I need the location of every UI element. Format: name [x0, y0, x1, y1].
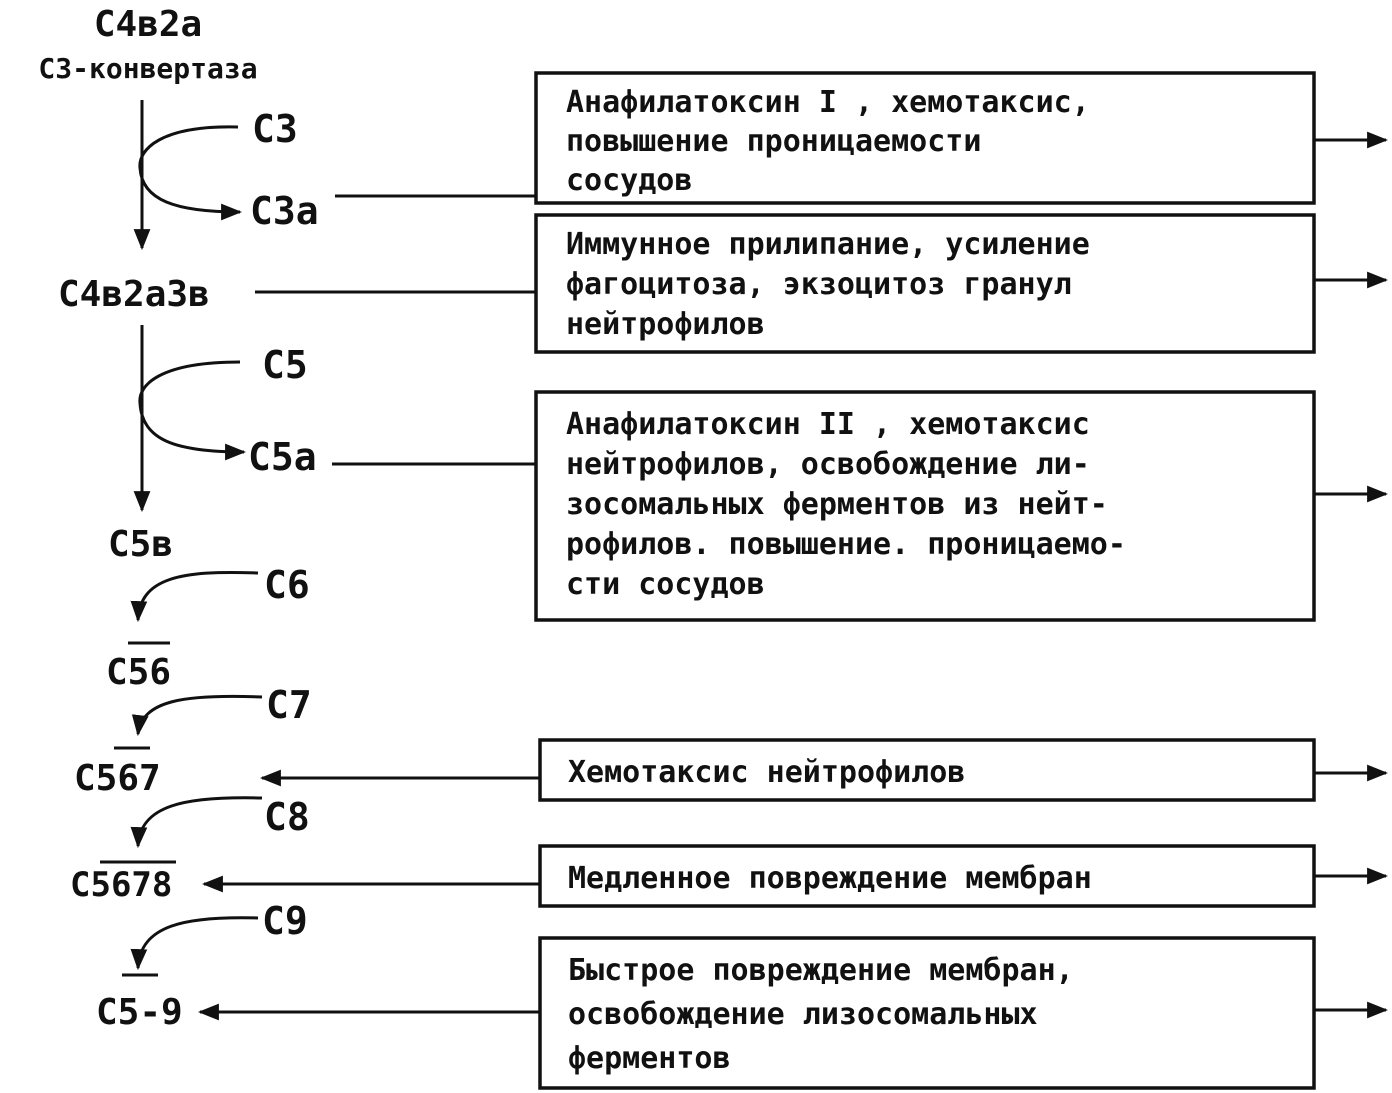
effect-box-2: Иммунное прилипание, усиление фагоцитоза… [534, 213, 1316, 354]
node-c567: C567 [74, 758, 161, 799]
node-c3: C3 [252, 107, 298, 151]
box2-line1: Иммунное прилипание, усиление [566, 227, 1090, 262]
box3-line5: сти сосудов [566, 567, 765, 602]
c7-join-arrow [131, 694, 263, 737]
box2-line2: фагоцитоза, экзоцитоз гранул [566, 267, 1072, 302]
c3-curl-arrow [138, 125, 243, 221]
node-c7: C7 [266, 683, 312, 727]
node-c5: C5 [262, 343, 308, 387]
node-c8: C8 [264, 795, 310, 839]
node-c5-9: C5-9 [96, 992, 183, 1033]
box1-line2: повышение проницаемости [566, 124, 981, 159]
box2-line3: нейтрофилов [566, 307, 765, 342]
box4-line1: Хемотаксис нейтрофилов [568, 755, 965, 790]
box5-line1: Медленное повреждение мембран [568, 861, 1092, 896]
box3-line3: зосомальных ферментов из нейт- [566, 487, 1108, 522]
node-c5a: C5a [248, 435, 317, 479]
box1-line1: Анафилатоксин I , хемотаксис, [566, 85, 1090, 120]
effect-box-5: Медленное повреждение мембран [538, 844, 1316, 908]
node-c56: C56 [106, 652, 171, 693]
c5-curl-arrow [138, 360, 247, 461]
node-c6: C6 [264, 563, 310, 607]
header-c3-convertase: C3-конвертаза [38, 52, 257, 85]
effect-box-6: Быстрое повреждение мембран, освобождени… [538, 936, 1316, 1090]
effect-box-3: Анафилатоксин II , хемотаксис нейтрофило… [534, 390, 1316, 622]
node-c5b: C5в [108, 524, 173, 565]
c6-join-arrow [130, 570, 259, 623]
effect-box-4: Хемотаксис нейтрофилов [538, 738, 1316, 802]
box6-line2: освобождение лизосомальных [568, 997, 1038, 1032]
box3-line4: рофилов. повышение. проницаемо- [566, 527, 1126, 562]
node-c9: C9 [262, 899, 308, 943]
box1-line3: сосудов [566, 163, 692, 198]
c9-join-arrow [130, 916, 259, 971]
node-c3a: C3a [250, 189, 319, 233]
c8-join-arrow [130, 796, 263, 849]
node-c5678: C5678 [70, 865, 172, 905]
node-c4b2a3b: C4в2а3в [58, 274, 210, 315]
box6-line1: Быстрое повреждение мембран, [568, 953, 1074, 988]
box3-line2: нейтрофилов, освобождение ли- [566, 447, 1090, 482]
effect-box-1: Анафилатоксин I , хемотаксис, повышение … [534, 71, 1316, 205]
header-c4b2a: C4в2а [94, 4, 202, 45]
box6-line3: ферментов [568, 1041, 731, 1076]
box3-line1: Анафилатоксин II , хемотаксис [566, 407, 1090, 442]
